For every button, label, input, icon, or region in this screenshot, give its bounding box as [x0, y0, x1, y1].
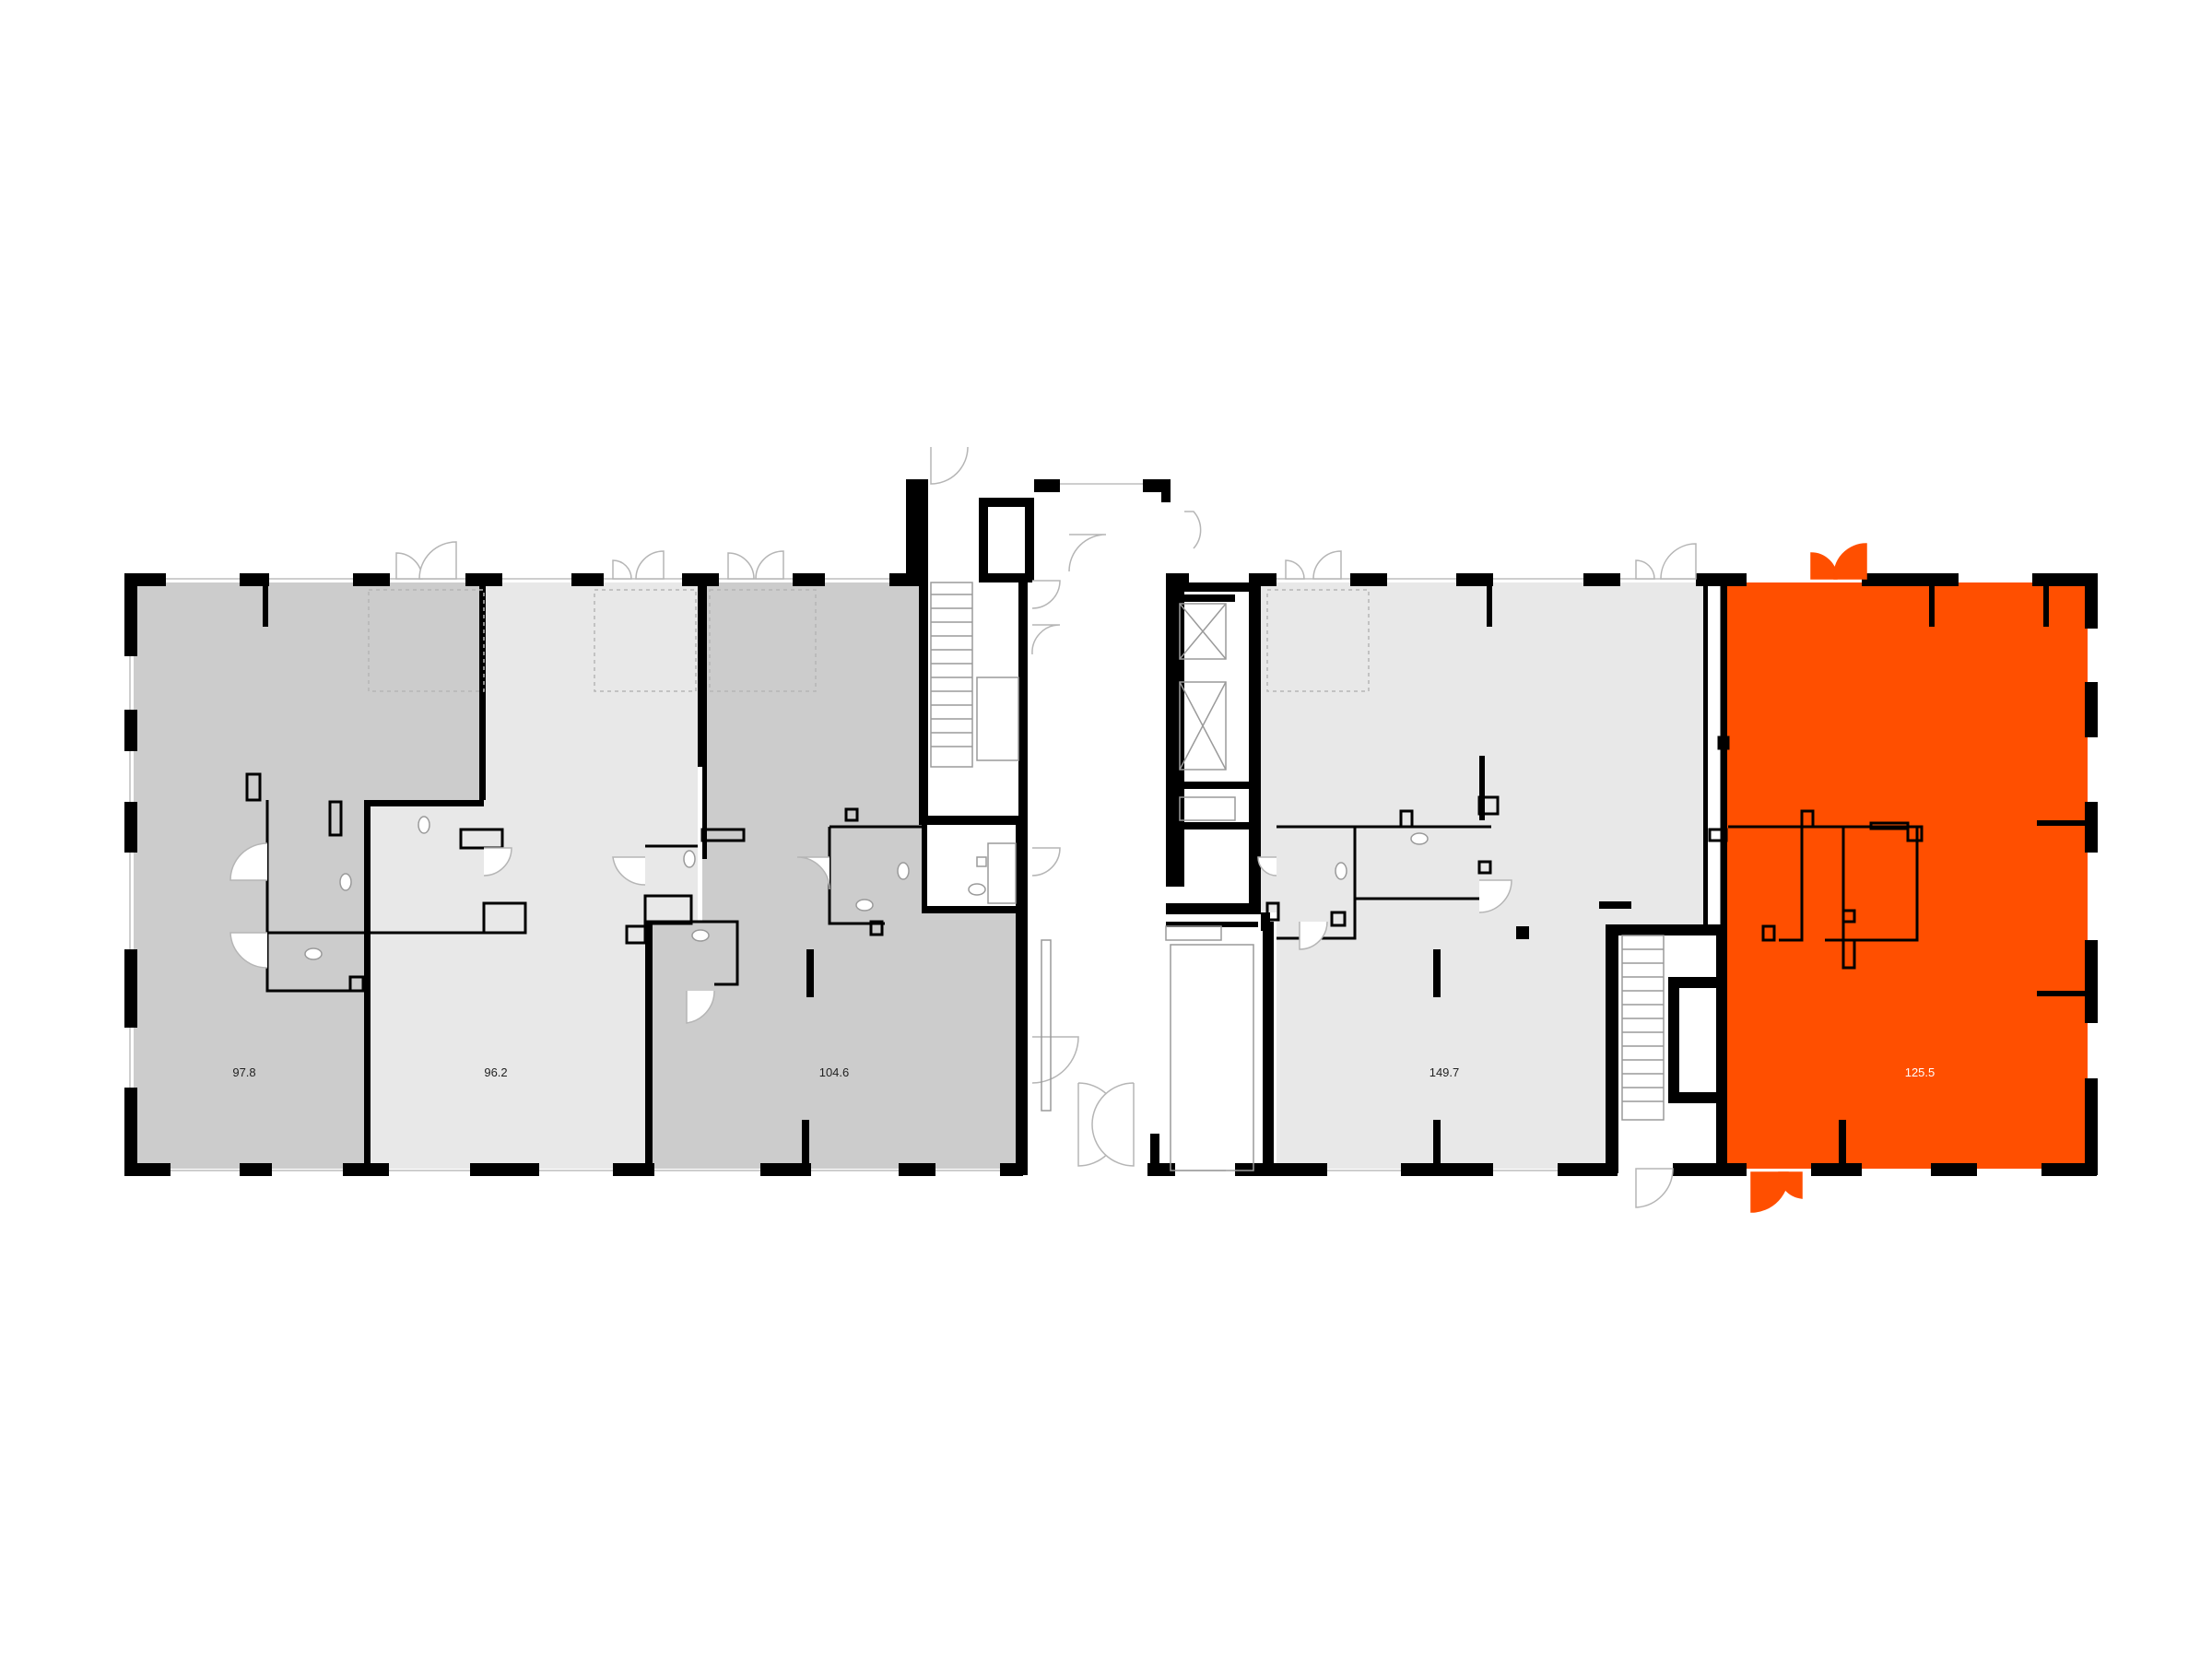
unit-4[interactable]: 149.7 — [1261, 582, 1703, 1169]
unit-dividers — [263, 582, 2088, 1172]
unit-5-area-label: 125.5 — [1905, 1065, 1936, 1079]
unit-5[interactable]: 125.5 — [1725, 582, 2088, 1169]
unit-5-fill — [1725, 582, 2088, 1169]
vestibules — [368, 589, 1370, 692]
doors — [229, 446, 1867, 1213]
toilet-icon — [304, 947, 323, 960]
unit-3-area-label: 104.6 — [819, 1065, 850, 1079]
unit-4-fill — [1261, 582, 1703, 1169]
building-core — [930, 582, 1665, 1171]
toilet-icon — [1335, 862, 1347, 880]
unit-1-fill — [134, 582, 479, 1169]
unit-1[interactable]: 97.8 — [134, 582, 479, 1169]
unit-2-fill — [369, 582, 698, 1169]
toilet-icon — [418, 816, 430, 834]
unit-3[interactable]: 104.6 — [648, 582, 1021, 1169]
unit-3-fill — [648, 582, 1021, 1169]
toilet-icon — [1410, 832, 1429, 845]
stair-treads-right — [1622, 948, 1664, 1102]
unit-1-area-label: 97.8 — [232, 1065, 255, 1079]
unit-4-area-label: 149.7 — [1430, 1065, 1460, 1079]
toilet-icon — [968, 883, 986, 896]
stair-treads-left — [931, 594, 972, 747]
toilet-icon — [855, 899, 874, 912]
toilet-icon — [339, 873, 352, 891]
toilet-icon — [691, 929, 710, 942]
fixtures — [304, 816, 1429, 960]
toilet-icon — [897, 862, 910, 880]
toilet-icon — [683, 850, 696, 868]
unit-2[interactable]: 96.2 — [369, 582, 698, 1169]
unit-2-area-label: 96.2 — [484, 1065, 507, 1079]
